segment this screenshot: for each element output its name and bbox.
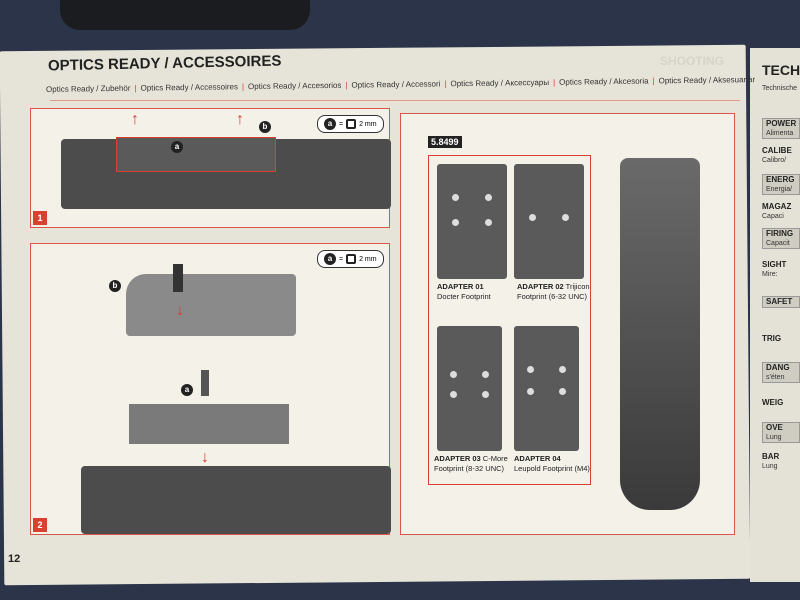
spec-row: DANG s'éten [762, 362, 800, 383]
spec-heading: FIRING [766, 229, 794, 238]
adapter-02-caption: ADAPTER 02 Trijicon Footprint (6-32 UNC) [517, 282, 590, 302]
hex-key-icon [346, 119, 357, 129]
spec-sub: s'éten [766, 374, 785, 381]
adapter-04-image [514, 326, 579, 451]
adapter-name: ADAPTER 04 [514, 454, 561, 463]
label-a: a [324, 253, 336, 265]
divider [50, 100, 740, 101]
spec-heading: SIGHT [762, 260, 787, 269]
adapter-name: ADAPTER 02 [517, 282, 564, 291]
tool-legend: a= 2 mm [317, 250, 384, 268]
spec-heading: CALIBE [762, 146, 792, 155]
spec-row: BAR Lung [762, 452, 800, 471]
part-code: 5.8499 [428, 136, 462, 148]
spec-sub: Lung [762, 463, 778, 470]
step-number: 2 [33, 518, 47, 532]
spec-heading: WEIG [762, 398, 784, 407]
spec-heading: OVE [766, 423, 783, 432]
spec-sub: Mire: [762, 271, 778, 278]
spec-row: CALIBE Calibro/ [762, 146, 800, 165]
label-a: a [171, 141, 183, 153]
adapter-desc: Leupold Footprint (M4) [514, 464, 590, 473]
adapter-name: ADAPTER 03 [434, 454, 481, 463]
spec-sub: Calibro/ [762, 157, 787, 164]
equals: = [339, 120, 344, 128]
spec-heading: TRIG [762, 334, 782, 343]
step-number: 1 [33, 211, 47, 225]
arrow-up-icon: ↑ [236, 111, 244, 128]
spec-heading: ENERG [766, 175, 795, 184]
right-page-subtitle: Technische [762, 85, 798, 92]
arrow-down-icon: ↓ [201, 449, 209, 466]
spec-heading: SAFET [766, 297, 793, 306]
screw-icon [201, 370, 209, 396]
spec-row: MAGAZ Capaci [762, 202, 800, 221]
spec-heading: DANG [766, 363, 790, 372]
subtitle-de: Optics Ready / Zubehör [45, 83, 131, 94]
spec-row: OVE Lung [762, 422, 800, 443]
adapter-03-caption: ADAPTER 03 C-More Footprint (8-32 UNC) [434, 454, 510, 474]
tool-legend: a= 2 mm [317, 115, 384, 133]
adapter-02-image [514, 164, 584, 279]
spec-row: FIRING Capacit [762, 228, 800, 249]
adapter-name: ADAPTER 01 [437, 282, 484, 291]
label-a: a [181, 384, 193, 396]
subtitle-pl: Optics Ready / Akcesoria [559, 76, 649, 87]
spec-row: ENERG Energia/ [762, 174, 800, 195]
hex-size: 2 mm [359, 255, 377, 263]
spec-heading: MAGAZ [762, 202, 792, 211]
screw-icon [173, 264, 183, 292]
spec-sub: Alimenta [766, 130, 794, 137]
subtitle-tr: Optics Ready / Aksesuarlar [658, 75, 756, 86]
section-tag: SHOOTING [660, 54, 725, 68]
label-b: b [259, 121, 271, 133]
spec-row: SIGHT Mire: [762, 260, 800, 279]
label-b: b [109, 280, 121, 292]
spec-sub: Lung [766, 434, 782, 441]
pistol-top-photo [620, 158, 700, 510]
adapter-desc: Trijicon Footprint (6-32 UNC) [517, 282, 590, 301]
spec-row: POWER Alimenta [762, 118, 800, 139]
red-dot-sight [126, 274, 296, 336]
adapter-03-image [437, 326, 502, 451]
adapter-plate [129, 404, 289, 444]
spec-row: TRIG [762, 334, 800, 344]
label-a: a [324, 118, 336, 130]
slide-illustration [81, 466, 391, 534]
step1-panel: ↑ ↑ a b a=2 mm 1 [30, 108, 391, 228]
equals: = [339, 255, 344, 263]
holster-photo [60, 0, 310, 30]
subtitle-ru: Optics Ready / Аксессуары [450, 77, 550, 89]
page-number: 12 [8, 553, 21, 565]
hex-size: 2 mm [359, 120, 377, 128]
spec-heading: POWER [766, 119, 797, 128]
spec-heading: BAR [762, 452, 780, 461]
adapter-desc: Docter Footprint [437, 292, 491, 301]
arrow-up-icon: ↑ [131, 111, 139, 128]
spec-sub: Capaci [762, 213, 784, 220]
subtitle-fr: Optics Ready / Accessoires [140, 82, 239, 93]
spec-sub: Capacit [766, 240, 790, 247]
spec-row: SAFET [762, 296, 800, 308]
spec-row: WEIG [762, 398, 800, 408]
subtitle-it: Optics Ready / Accessori [351, 79, 441, 90]
arrow-down-icon: ↓ [176, 302, 184, 319]
subtitle-es: Optics Ready / Accesorios [247, 80, 342, 92]
right-page-title: TECHN [762, 62, 800, 78]
adapter-desc: C-More Footprint (8-32 UNC) [434, 454, 508, 473]
adapter-01-image [437, 164, 507, 279]
step2-panel: a=2 mm b ↓ a ↓ 2 [30, 243, 391, 535]
hex-key-icon [346, 254, 357, 264]
spec-sub: Energia/ [766, 186, 793, 193]
cover-plate [116, 137, 276, 172]
